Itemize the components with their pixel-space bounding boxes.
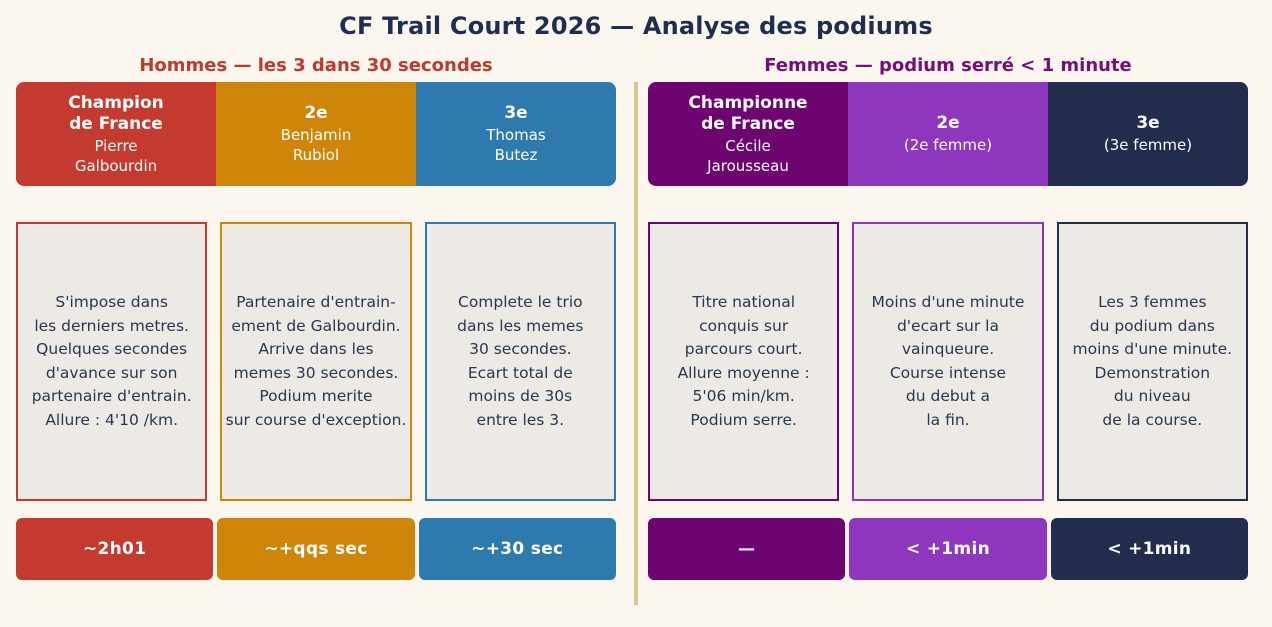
podium-rank-label: Championne de France [688,92,808,134]
podium-header-row-women: Championne de France Cécile Jarousseau 2… [648,82,1248,186]
podium-detail-text: Partenaire d'entrain- ement de Galbourdi… [225,293,407,429]
podium-time-badge-women-1[interactable]: — [648,518,846,580]
podium-detail-text: Titre national conquis sur parcours cour… [677,293,810,429]
section-divider [634,82,638,605]
section-heading-men: Hommes — les 3 dans 30 secondes [139,55,493,76]
podium-rank-label: 3e [1136,113,1160,133]
podium-detail-text: Les 3 femmes du podium dans moins d'une … [1072,293,1233,429]
podium-header-card-women-1[interactable]: Championne de France Cécile Jarousseau [648,82,848,186]
podium-athlete-name: (3e femme) [1103,136,1193,154]
podium-athlete-name: Thomas Butez [486,126,546,164]
podium-badge-row-women: — < +1min < +1min [648,518,1248,580]
podium-detail-row-men: S'impose dans les derniers metres. Quelq… [16,222,616,501]
podium-time-badge-men-3[interactable]: ~+30 sec [418,518,616,580]
podium-header-card-women-2[interactable]: 2e (2e femme) [848,82,1048,186]
page-title: CF Trail Court 2026 — Analyse des podium… [339,12,933,40]
podium-detail-panel-men-2: Partenaire d'entrain- ement de Galbourdi… [220,222,412,501]
podium-athlete-name: Benjamin Rubiol [280,126,352,164]
podium-rank-label: Champion de France [68,92,164,134]
podium-detail-row-women: Titre national conquis sur parcours cour… [648,222,1248,501]
podium-detail-text: Moins d'une minute d'ecart sur la vainqu… [871,293,1025,429]
podium-badge-row-men: ~2h01 ~+qqs sec ~+30 sec [16,518,616,580]
podium-athlete-name: Cécile Jarousseau [707,136,789,175]
podium-header-card-women-3[interactable]: 3e (3e femme) [1048,82,1248,186]
section-women: Femmes — podium serré < 1 minute Champio… [648,52,1248,580]
podium-detail-panel-men-3: Complete le trio dans les memes 30 secon… [424,222,616,501]
podium-athlete-name: Pierre Galbourdin [74,136,158,175]
podium-time-badge-men-2[interactable]: ~+qqs sec [217,518,415,580]
podium-header-row-men: Champion de France Pierre Galbourdin 2e … [16,82,616,186]
podium-detail-panel-women-2: Moins d'une minute d'ecart sur la vainqu… [852,222,1044,501]
podium-time-badge-women-2[interactable]: < +1min [849,518,1047,580]
podium-header-card-men-2[interactable]: 2e Benjamin Rubiol [216,82,416,186]
podium-detail-text: S'impose dans les derniers metres. Quelq… [31,293,192,429]
section-men: Hommes — les 3 dans 30 secondes Champion… [16,52,616,580]
podium-detail-text: Complete le trio dans les memes 30 secon… [457,293,584,429]
podium-time-badge-women-3[interactable]: < +1min [1050,518,1248,580]
section-heading-women: Femmes — podium serré < 1 minute [764,55,1132,76]
podium-header-card-men-3[interactable]: 3e Thomas Butez [416,82,616,186]
podium-rank-label: 2e [936,113,960,133]
podium-detail-panel-women-3: Les 3 femmes du podium dans moins d'une … [1056,222,1248,501]
podium-rank-label: 2e [304,103,328,123]
podium-detail-panel-men-1: S'impose dans les derniers metres. Quelq… [16,222,208,501]
podium-header-card-men-1[interactable]: Champion de France Pierre Galbourdin [16,82,216,186]
podium-rank-label: 3e [504,103,528,123]
podium-time-badge-men-1[interactable]: ~2h01 [16,518,214,580]
podium-detail-panel-women-1: Titre national conquis sur parcours cour… [648,222,840,501]
podium-athlete-name: (2e femme) [903,136,993,154]
